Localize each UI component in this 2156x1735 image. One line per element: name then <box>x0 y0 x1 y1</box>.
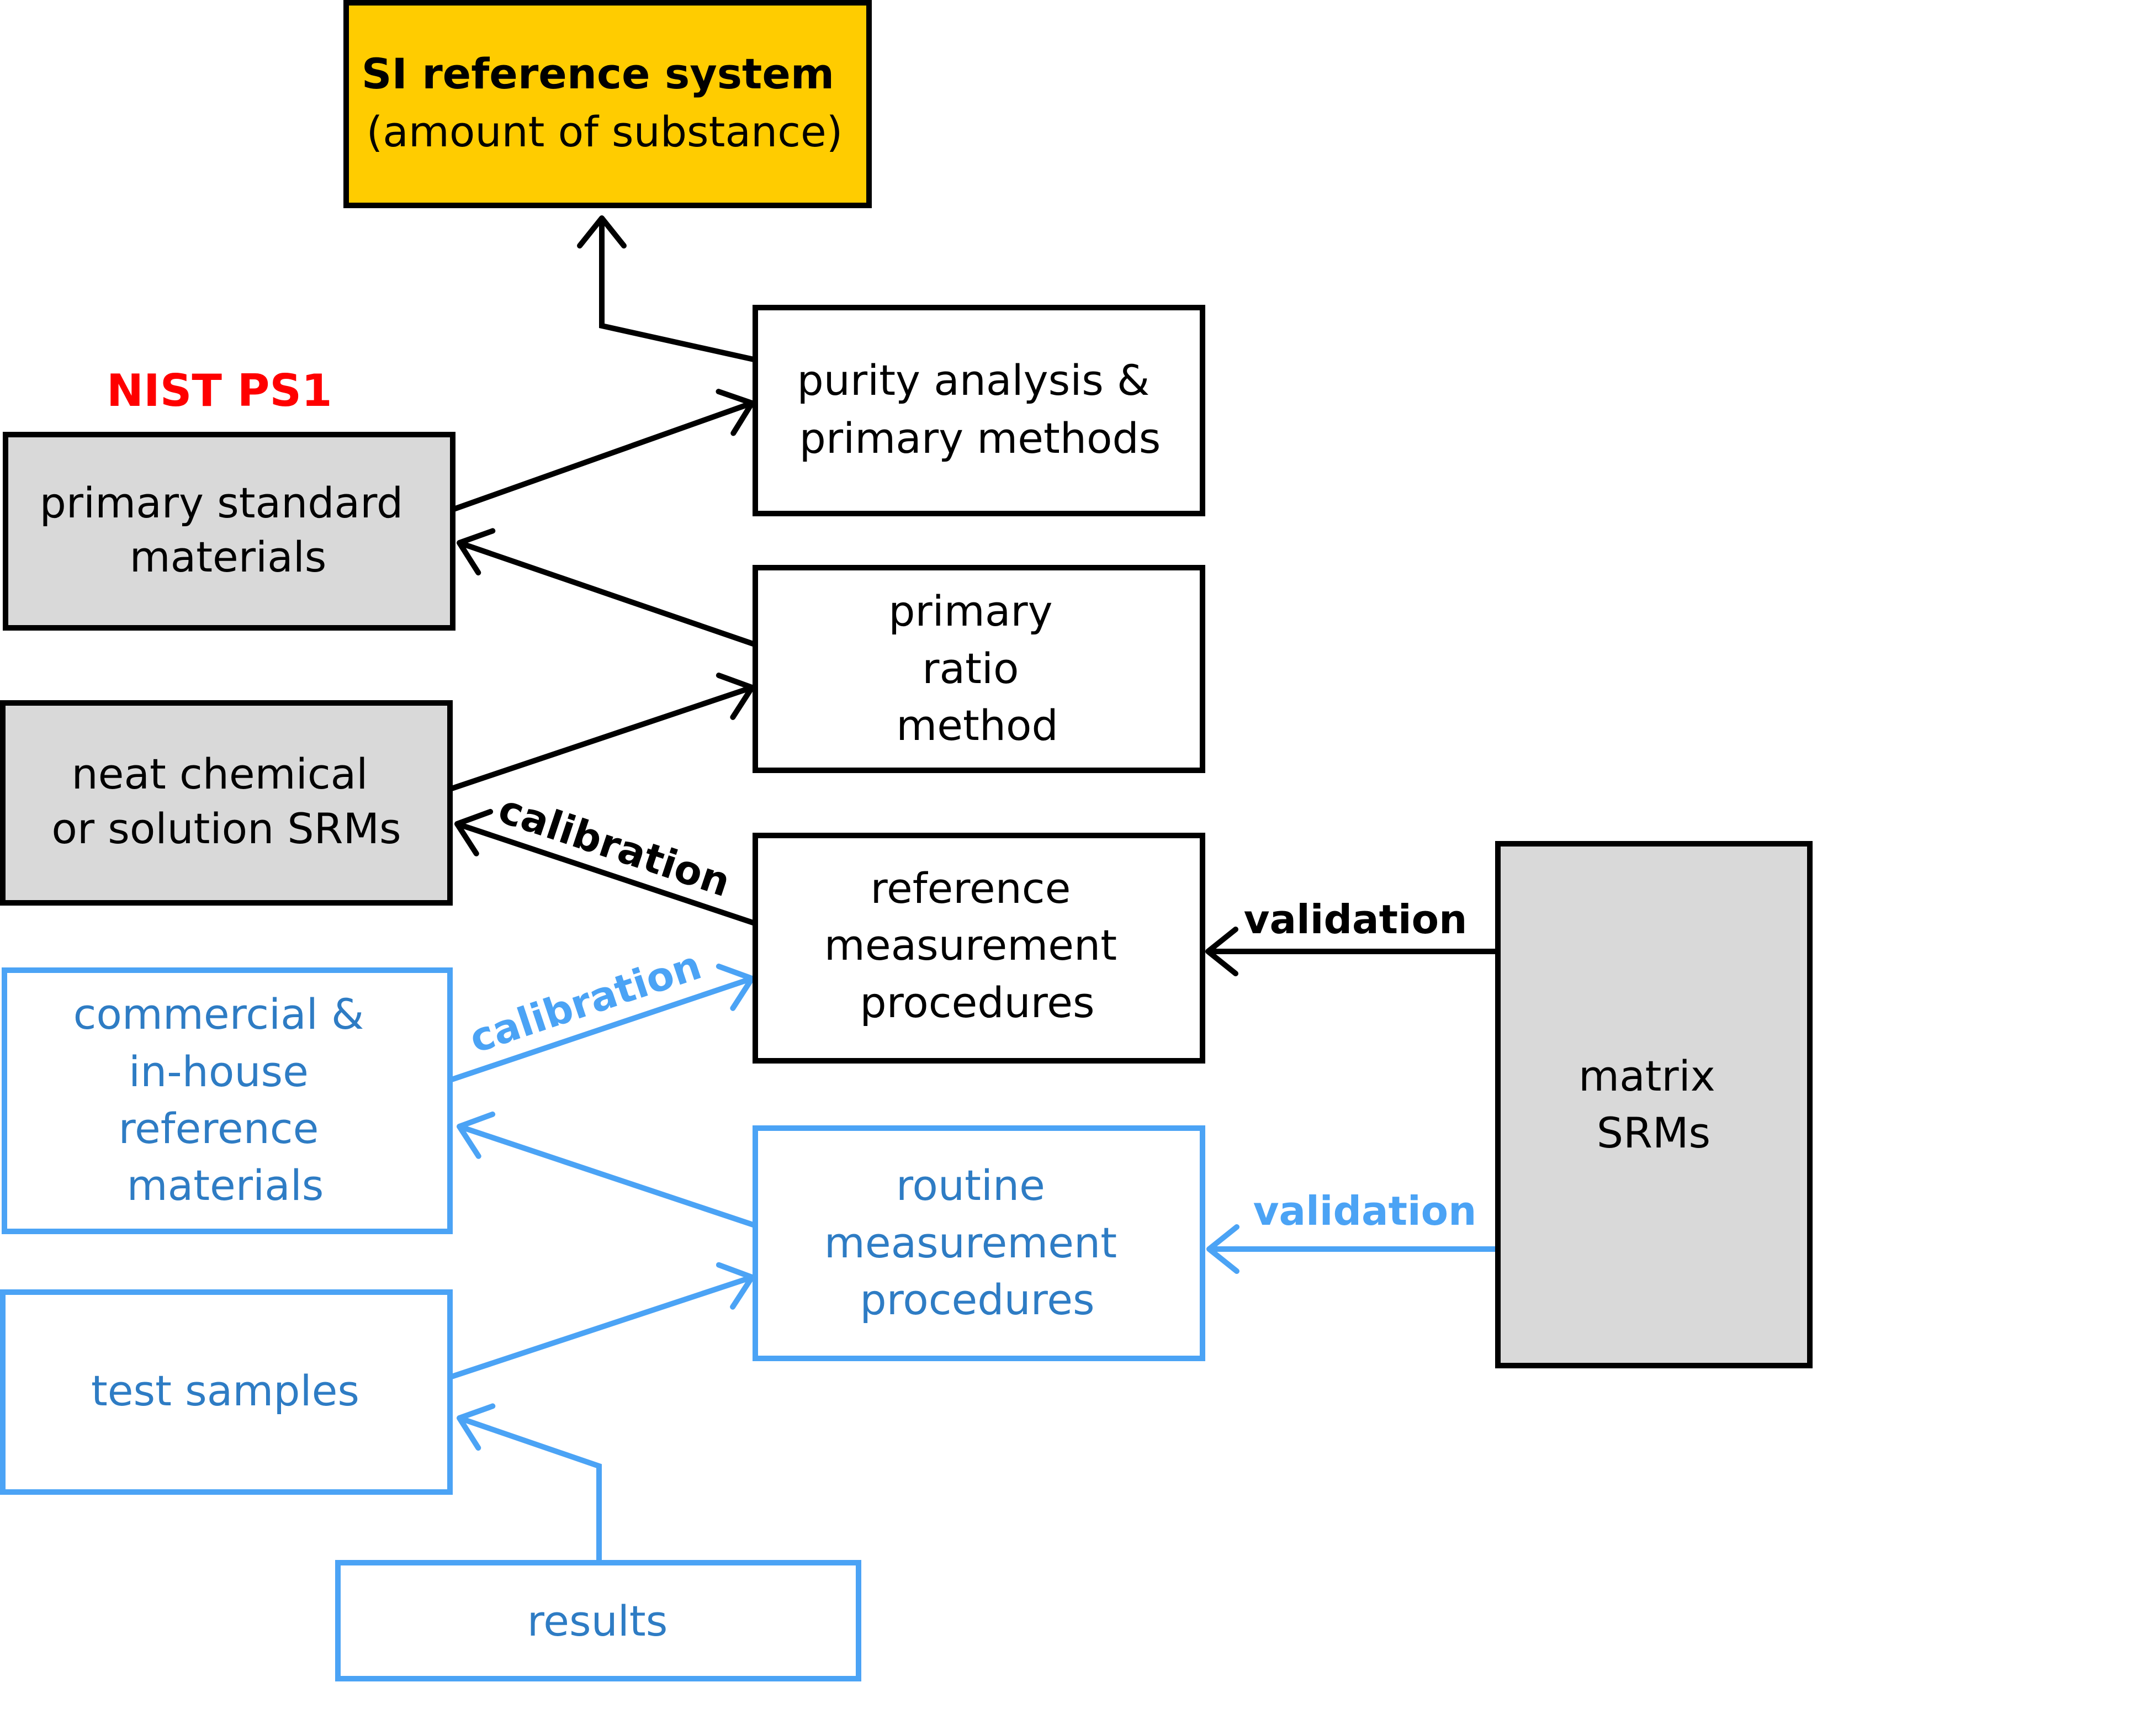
primary-ratio-box <box>753 565 1205 773</box>
primary-ratio-line-2: ratio <box>922 644 1019 693</box>
node-reference-procedures: reference measurement procedures <box>753 833 1205 1064</box>
reference-procedures-line-1: reference <box>870 864 1071 913</box>
primary-standard-line-2: materials <box>130 532 327 581</box>
node-purity-analysis: purity analysis & primary methods <box>753 305 1205 516</box>
arrow-routine-to-commercial <box>457 1111 757 1229</box>
nist-ps1-label: NIST PS1 <box>107 365 332 416</box>
commercial-materials-line-1: commercial & <box>73 990 364 1039</box>
routine-procedures-line-2: measurement <box>824 1218 1117 1267</box>
svg-text:commercial & in-house: commercial & in-house reference material… <box>73 990 378 1210</box>
node-neat-chemical: neat chemical or solution SRMs <box>0 700 453 906</box>
node-test-samples: test samples <box>0 1289 453 1495</box>
svg-text:primary ratio meth: primary ratio method <box>888 586 1066 750</box>
node-primary-standard: primary standard materials <box>3 432 455 631</box>
arrow-test-samples-to-routine <box>451 1262 755 1379</box>
node-results: results <box>335 1560 861 1681</box>
arrow-neat-chemical-to-primary-ratio <box>451 673 755 791</box>
node-routine-procedures: routine measurement procedures <box>753 1125 1205 1361</box>
primary-ratio-line-1: primary <box>888 586 1052 636</box>
primary-standard-box <box>3 432 455 631</box>
reference-procedures-line-3: procedures <box>860 978 1094 1027</box>
arrow-primary-standard-to-purity <box>453 389 755 512</box>
svg-text:neat chemical or solutio: neat chemical or solution SRMs <box>51 749 401 853</box>
reference-procedures-box <box>753 833 1205 1064</box>
connectors <box>451 215 1500 1566</box>
arrow-commercial-to-reference-procedures <box>451 964 755 1082</box>
svg-text:SI reference system (amo: SI reference system (amount of substance… <box>362 49 848 156</box>
commercial-materials-line-2: in-house <box>129 1047 309 1096</box>
neat-chemical-line-1: neat chemical <box>72 749 368 798</box>
purity-analysis-line-1: purity analysis & <box>797 356 1149 405</box>
neat-chemical-line-2: or solution SRMs <box>51 804 401 853</box>
results-line-1: results <box>527 1596 668 1646</box>
matrix-srms-box <box>1495 841 1813 1368</box>
node-primary-ratio: primary ratio method <box>753 565 1205 773</box>
arrow-primary-ratio-to-primary-standard <box>457 528 757 648</box>
reference-procedures-line-2: measurement <box>824 921 1117 970</box>
primary-ratio-line-3: method <box>896 701 1058 750</box>
arrow-results-to-test-samples <box>457 1403 602 1566</box>
svg-text:primary standard materia: primary standard materials <box>40 478 417 581</box>
node-matrix-srms: matrix SRMs <box>1495 841 1813 1368</box>
node-si-reference: SI reference system (amount of substance… <box>343 0 872 208</box>
purity-analysis-box <box>753 305 1205 516</box>
arrow-reference-procedures-to-neat-chemical <box>454 808 757 927</box>
si-reference-box <box>343 0 872 208</box>
routine-procedures-box <box>753 1125 1205 1361</box>
svg-text:purity analysis & primar: purity analysis & primary methods <box>797 356 1163 463</box>
matrix-srms-line-1: matrix <box>1578 1051 1715 1101</box>
routine-procedures-line-1: routine <box>896 1161 1045 1210</box>
matrix-srms-line-2: SRMs <box>1597 1108 1710 1157</box>
svg-text:reference measurement: reference measurement procedures <box>824 864 1130 1027</box>
test-samples-box <box>0 1289 453 1495</box>
neat-chemical-box <box>0 700 453 906</box>
routine-procedures-line-3: procedures <box>860 1275 1094 1324</box>
primary-standard-line-1: primary standard <box>40 478 404 527</box>
arrow-purity-to-si <box>577 215 757 363</box>
results-box <box>335 1560 861 1681</box>
commercial-materials-line-4: materials <box>127 1161 324 1210</box>
edge-label-validation-black: validation <box>1244 896 1468 943</box>
svg-text:routine measurement: routine measurement procedures <box>824 1161 1130 1324</box>
svg-text:matrix SRMs: matrix SRMs <box>1578 1051 1729 1157</box>
node-commercial-materials: commercial & in-house reference material… <box>2 967 453 1234</box>
edge-label-calibration-blue: calibration <box>464 941 707 1062</box>
commercial-materials-box <box>2 967 453 1234</box>
commercial-materials-line-3: reference <box>118 1104 319 1153</box>
si-reference-line-1: SI reference system <box>362 49 834 98</box>
si-reference-line-2: (amount of substance) <box>367 107 843 156</box>
test-samples-line-1: test samples <box>91 1366 359 1415</box>
edge-label-validation-blue: validation <box>1253 1188 1477 1234</box>
purity-analysis-line-2: primary methods <box>799 414 1161 463</box>
